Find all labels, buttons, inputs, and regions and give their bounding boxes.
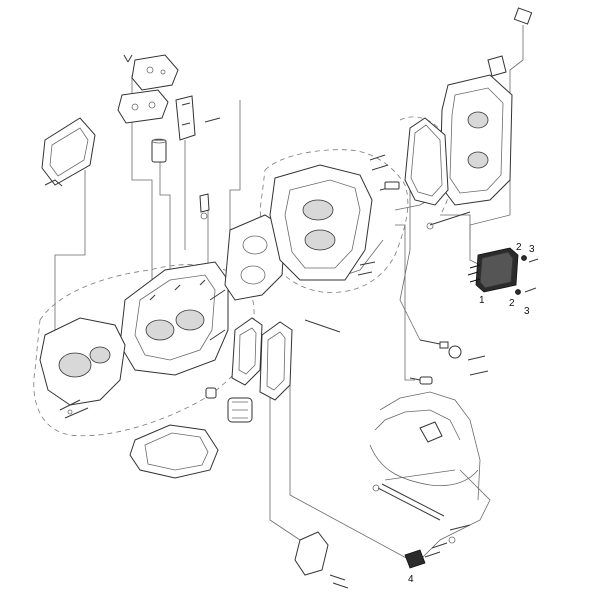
cover-plate-left xyxy=(41,117,96,187)
bolts-right xyxy=(304,211,489,385)
cylinder-head-gasket xyxy=(224,214,286,301)
small-plug xyxy=(199,193,210,220)
intake-manifold xyxy=(439,7,533,206)
hose-fitting xyxy=(294,531,349,589)
callout-3-upper: 3 xyxy=(529,244,535,255)
module-screws xyxy=(515,255,539,295)
linkage-rod xyxy=(372,483,471,531)
exhaust-cover xyxy=(231,317,293,401)
lower-engine-housing xyxy=(369,391,481,501)
cylinder-head xyxy=(269,154,400,281)
callout-2-upper: 2 xyxy=(516,242,522,253)
leader-lines xyxy=(54,25,524,561)
cylinder-block xyxy=(119,261,229,376)
callout-3-lower: 3 xyxy=(524,306,530,317)
callout-2-lower: 2 xyxy=(509,298,515,309)
sleeve xyxy=(151,138,167,163)
water-pump xyxy=(205,387,253,423)
gasket-top xyxy=(117,54,179,124)
bracket xyxy=(175,95,221,141)
ignition-module[interactable] xyxy=(467,247,519,293)
sensor-4[interactable] xyxy=(404,536,456,569)
manifold-gasket xyxy=(404,117,449,206)
callout-4: 4 xyxy=(408,574,414,585)
callout-1: 1 xyxy=(479,295,485,306)
crankcase-half xyxy=(39,317,126,419)
base-gasket xyxy=(129,424,219,479)
